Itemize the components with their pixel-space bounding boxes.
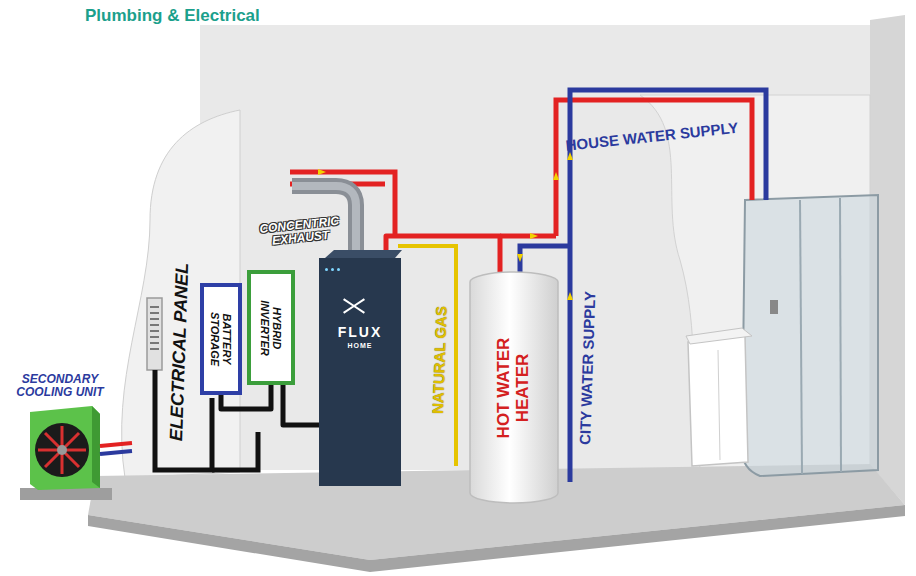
vanity-door bbox=[718, 350, 720, 460]
equipment-label: HYBRID INVERTER bbox=[259, 280, 283, 376]
hot-water-pipe bbox=[386, 236, 500, 272]
floor-edge bbox=[88, 505, 905, 572]
refrigerant-line bbox=[100, 443, 132, 446]
indicator-light bbox=[325, 268, 328, 271]
refrigerant-line bbox=[100, 451, 132, 454]
fan-blades bbox=[38, 426, 86, 474]
flow-arrow bbox=[530, 233, 538, 239]
gas-pipe bbox=[398, 246, 456, 466]
sink-top bbox=[686, 328, 752, 344]
shower-door bbox=[800, 200, 802, 474]
vanity bbox=[688, 336, 748, 466]
flow-arrow bbox=[567, 292, 573, 300]
power-cable bbox=[283, 385, 319, 425]
shower-valve bbox=[770, 300, 778, 314]
callout-label: SECONDARY COOLING UNIT bbox=[8, 373, 112, 399]
logo-mark bbox=[344, 299, 365, 313]
hot-pipe bbox=[500, 234, 556, 239]
power-wire bbox=[212, 432, 258, 470]
fan bbox=[35, 423, 89, 477]
cooling-unit-side bbox=[92, 406, 100, 488]
equipment-label: HOME bbox=[327, 342, 393, 350]
flow-arrow bbox=[517, 254, 523, 262]
equipment-box: HYBRID INVERTER bbox=[247, 270, 295, 385]
flow-arrow bbox=[553, 172, 559, 180]
equipment-box: HOT WATER HEATER bbox=[468, 270, 560, 505]
indicator-light bbox=[331, 268, 334, 271]
diagram-title: Plumbing & Electrical bbox=[85, 6, 260, 26]
breakers bbox=[150, 306, 159, 350]
fan-hub bbox=[57, 445, 67, 455]
equipment-label: FLUX bbox=[327, 326, 393, 341]
equipment-label: HOT WATER HEATER bbox=[495, 318, 532, 458]
equipment-box: BATTERY STORAGE bbox=[200, 283, 242, 395]
unit-pad bbox=[20, 488, 112, 500]
indicator-light bbox=[337, 268, 340, 271]
equipment-label: BATTERY STORAGE bbox=[209, 291, 233, 387]
electrical-panel bbox=[147, 298, 162, 370]
unit-top bbox=[325, 250, 402, 258]
tank-body bbox=[470, 272, 558, 503]
cooling-unit bbox=[30, 406, 100, 490]
flow-arrow bbox=[318, 169, 326, 175]
cold-pipe bbox=[520, 246, 570, 272]
shower-enclosure bbox=[742, 195, 878, 476]
brand-logo bbox=[341, 297, 367, 315]
equipment-box: FLUXHOME bbox=[319, 258, 401, 486]
shower-door bbox=[840, 198, 841, 472]
